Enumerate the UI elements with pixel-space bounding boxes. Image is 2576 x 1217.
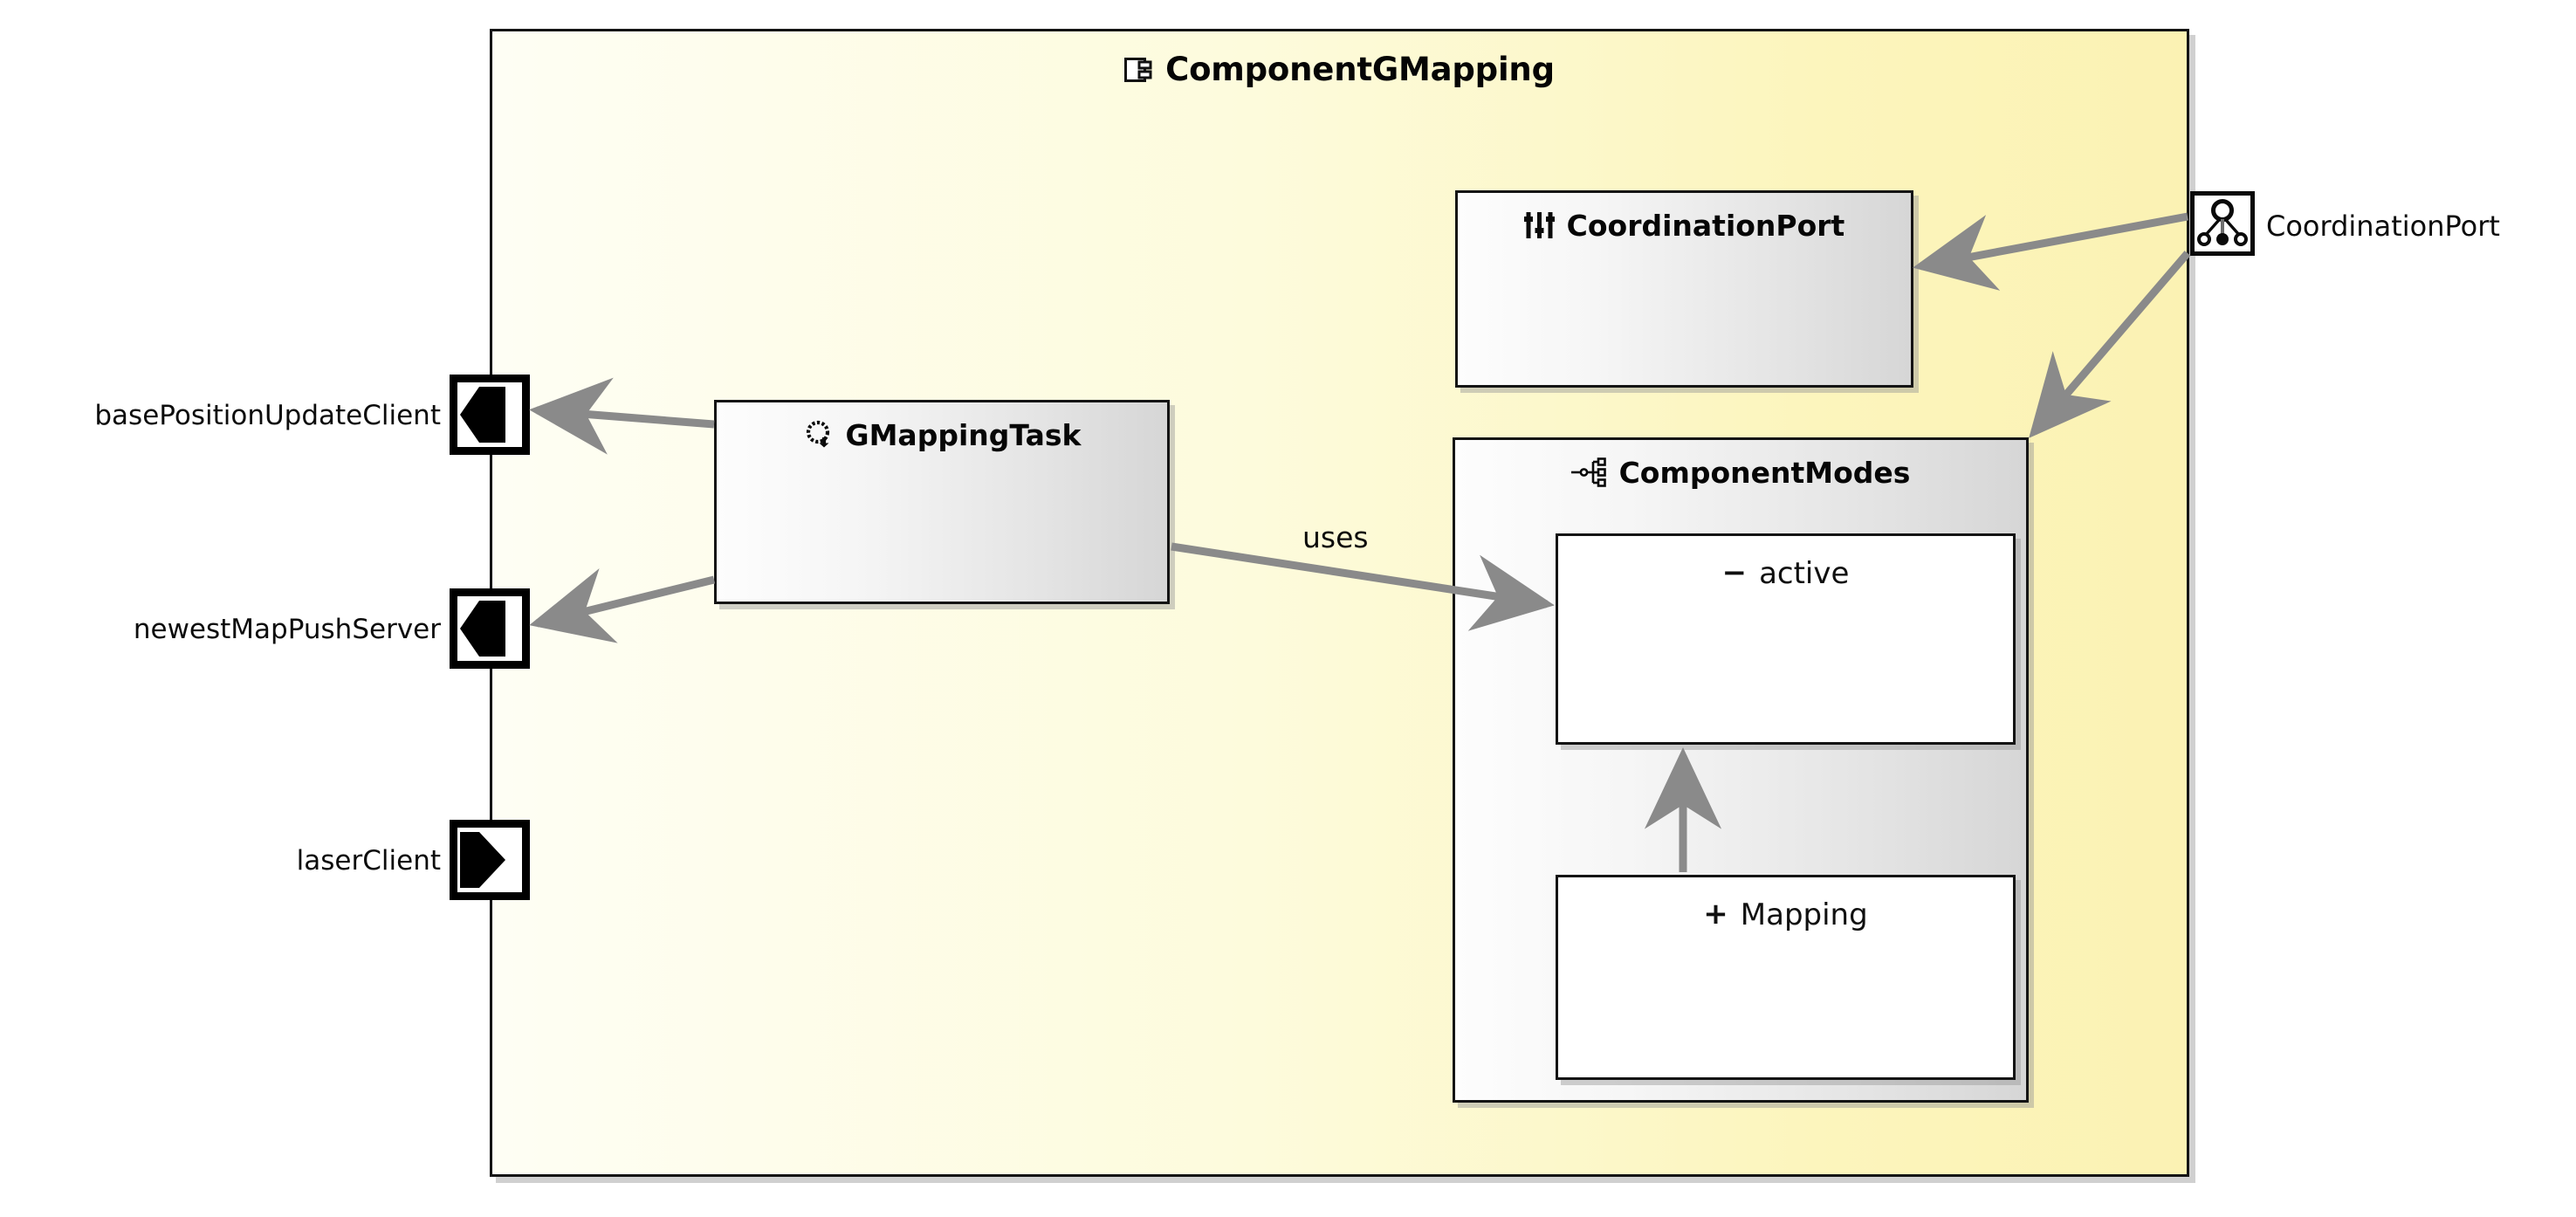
component-title-text: ComponentGMapping xyxy=(1165,51,1555,88)
mode-mapping[interactable]: + Mapping xyxy=(1556,875,2016,1080)
port-newestmappushserver[interactable] xyxy=(450,588,530,669)
port-required-icon xyxy=(460,601,505,657)
port-label-newestmappushserver: newestMapPushServer xyxy=(133,614,441,645)
component-title: ComponentGMapping xyxy=(492,51,2187,92)
mode-active-name: active xyxy=(1759,556,1850,591)
component-modes-box[interactable]: ComponentModes −active + Mapping xyxy=(1453,437,2029,1103)
mode-active-label: −active xyxy=(1558,555,2013,591)
mode-mapping-label: + Mapping xyxy=(1558,897,2013,932)
coordination-port-title: CoordinationPort xyxy=(1458,209,1911,247)
coordination-lollipop-icon xyxy=(2197,199,2248,246)
external-coordination-port-label: CoordinationPort xyxy=(2266,210,2500,243)
external-coordination-port[interactable] xyxy=(2190,191,2255,256)
gmapping-task-title: GMappingTask xyxy=(717,418,1167,457)
coordination-port-title-text: CoordinationPort xyxy=(1566,209,1845,243)
component-modes-title: ComponentModes xyxy=(1455,456,2026,494)
sliders-icon xyxy=(1523,210,1556,247)
gmapping-task-box[interactable]: GMappingTask xyxy=(714,400,1170,604)
port-label-basepositionupdateclient: basePositionUpdateClient xyxy=(94,400,441,431)
gmapping-task-title-text: GMappingTask xyxy=(845,418,1082,452)
mode-active[interactable]: −active xyxy=(1556,533,2016,745)
task-cycle-icon xyxy=(803,418,835,457)
visibility-public-icon: + xyxy=(1703,897,1728,932)
port-provided-icon xyxy=(460,832,505,888)
port-label-laserclient: laserClient xyxy=(296,845,441,877)
port-basepositionupdateclient[interactable] xyxy=(450,375,530,455)
port-required-icon xyxy=(460,387,505,443)
port-laserclient[interactable] xyxy=(450,820,530,900)
mode-mapping-name: Mapping xyxy=(1740,897,1868,932)
edge-label-uses: uses xyxy=(1302,520,1369,554)
modes-tree-icon xyxy=(1570,457,1608,494)
coordination-port-box[interactable]: CoordinationPort xyxy=(1455,190,1913,388)
visibility-private-icon: − xyxy=(1721,555,1748,590)
component-icon xyxy=(1124,54,1154,92)
component-modes-title-text: ComponentModes xyxy=(1618,456,1911,490)
